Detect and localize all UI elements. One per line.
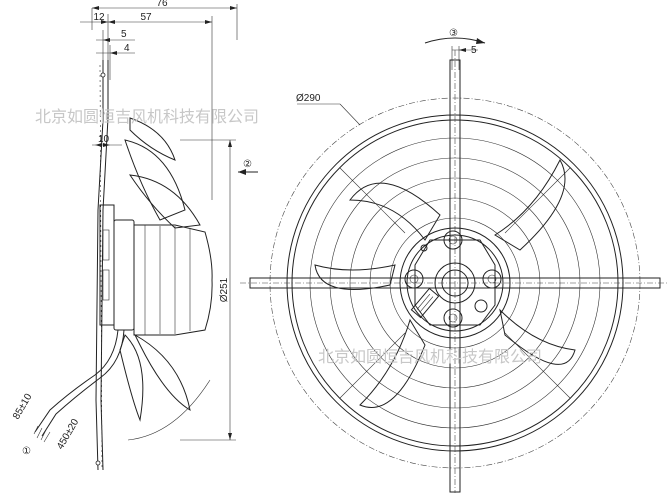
side-view: 76 12 57 5 4 10 — [11, 0, 258, 471]
watermark-text-secondary: 北京如圆恒吉风机科技有限公司 — [318, 347, 542, 366]
dim-depth-57: 57 — [140, 12, 152, 23]
callout-1: ① — [22, 446, 31, 457]
dim-offset-4: 4 — [124, 43, 130, 54]
cable-label-450: 450±20 — [55, 417, 81, 452]
dim-offset-10: 10 — [98, 134, 110, 145]
callout-3: ③ — [449, 28, 458, 39]
dim-guard-290: Ø290 — [296, 93, 321, 104]
dim-dia-251: Ø251 — [219, 277, 230, 302]
dim-five: 5 — [471, 45, 477, 56]
callout-2: ② — [243, 159, 252, 170]
cable-label-85: 85±10 — [11, 392, 35, 422]
dim-overall-76: 76 — [156, 0, 168, 9]
dim-offset-5: 5 — [121, 29, 127, 40]
dim-flange-12: 12 — [93, 12, 105, 23]
watermark-text: 北京如圆恒吉风机科技有限公司 — [35, 107, 259, 126]
front-view: ③ 5 Ø290 — [240, 28, 668, 493]
